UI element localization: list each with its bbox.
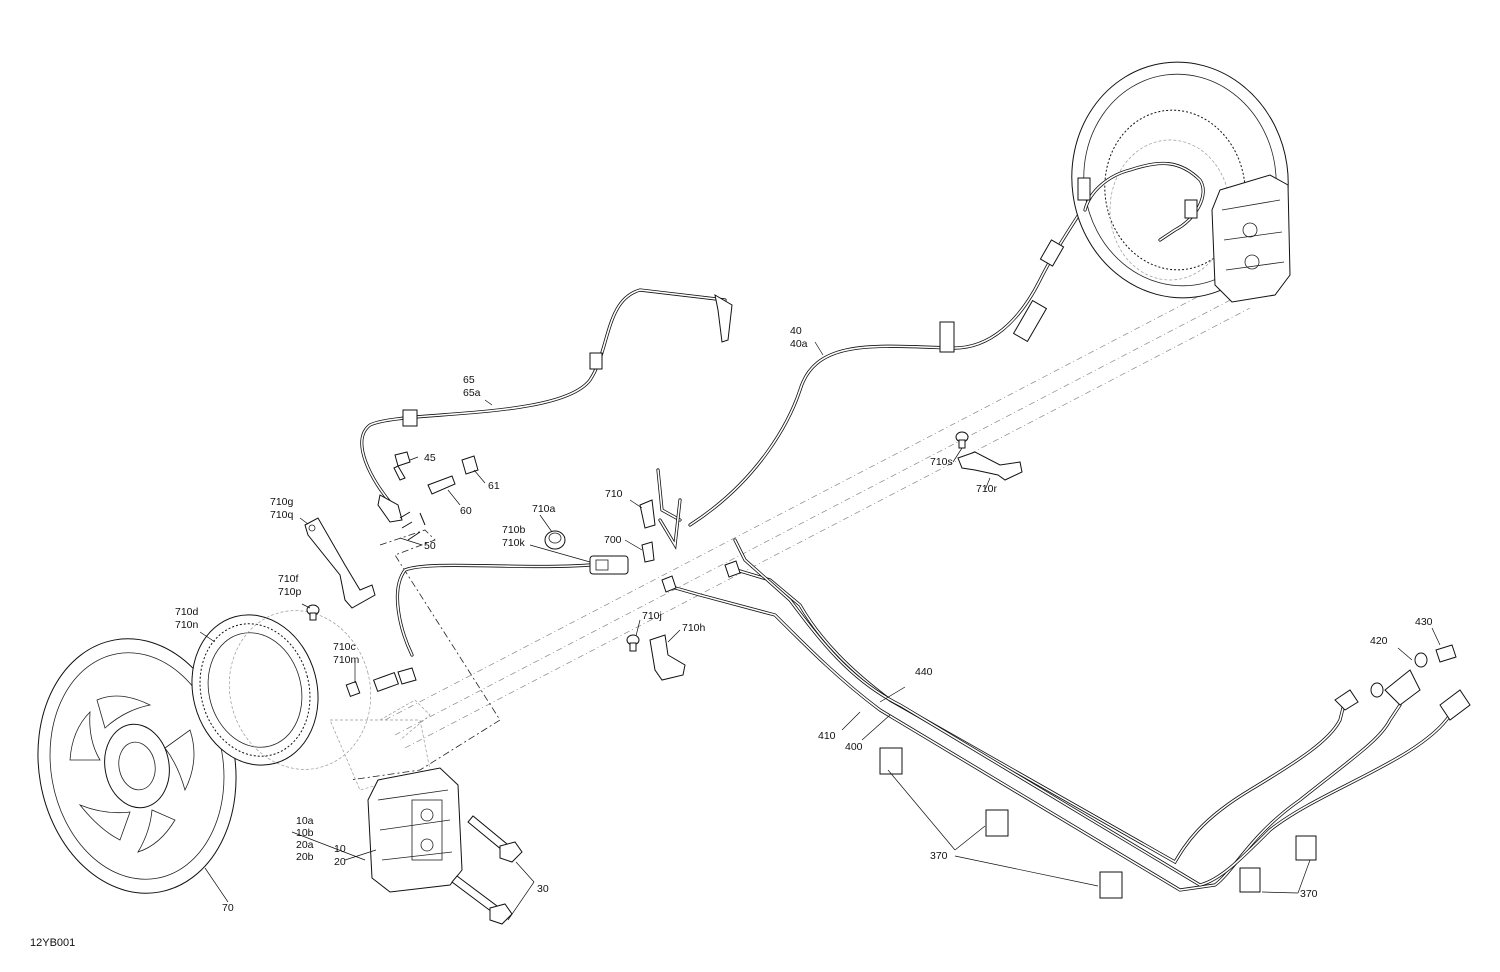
callout-440: 440 [915, 666, 933, 678]
brake-caliper-left [367, 767, 463, 893]
figure-reference: 12YB001 [30, 937, 75, 949]
callout-370-left: 370 [930, 850, 948, 862]
callout-370-right: 370 [1300, 888, 1318, 900]
callout-710: 710 [605, 488, 623, 500]
callout-60: 60 [460, 505, 472, 517]
hose-fittings-left [393, 451, 479, 541]
bracket-710h [626, 634, 686, 681]
callout-710r: 710r [976, 483, 998, 495]
sensor-wire-right [1077, 161, 1205, 242]
callout-45: 45 [424, 452, 436, 464]
brake-caliper-right [1211, 174, 1291, 303]
assembly-boundary [349, 529, 501, 781]
callout-430: 430 [1415, 616, 1433, 628]
callout-710a: 710a [532, 503, 556, 515]
grommet-710a [544, 530, 566, 550]
wheel-speed-sensor-left [345, 667, 417, 697]
callout-61: 61 [488, 480, 500, 492]
line-clips [879, 747, 1317, 899]
banjo-washers [1370, 644, 1457, 698]
tone-ring-left [191, 614, 319, 766]
screw-710f [306, 604, 320, 621]
brake-disc-left [37, 638, 237, 894]
callout-70: 70 [222, 902, 234, 914]
abs-sensor-wire-710b [395, 555, 629, 657]
callout-710s: 710s [930, 456, 953, 468]
leader-lines [199, 341, 1441, 921]
brake-lines [661, 538, 1471, 892]
sensor-bracket-710g [304, 517, 376, 609]
axle-centerline [384, 279, 1251, 749]
brake-hose-65 [360, 288, 733, 523]
callout-710h: 710h [682, 622, 706, 634]
callout-410: 410 [818, 730, 836, 742]
callout-700: 700 [604, 534, 622, 546]
brake-junction-700 [639, 468, 682, 563]
bracket-710r [955, 431, 1023, 481]
callout-420: 420 [1370, 635, 1388, 647]
callout-400: 400 [845, 741, 863, 753]
brake-hose-40 [688, 178, 1102, 527]
caliper-bolts [451, 815, 523, 925]
callout-30: 30 [537, 883, 549, 895]
callout-710j: 710j [642, 610, 662, 622]
callout-50: 50 [424, 540, 436, 552]
